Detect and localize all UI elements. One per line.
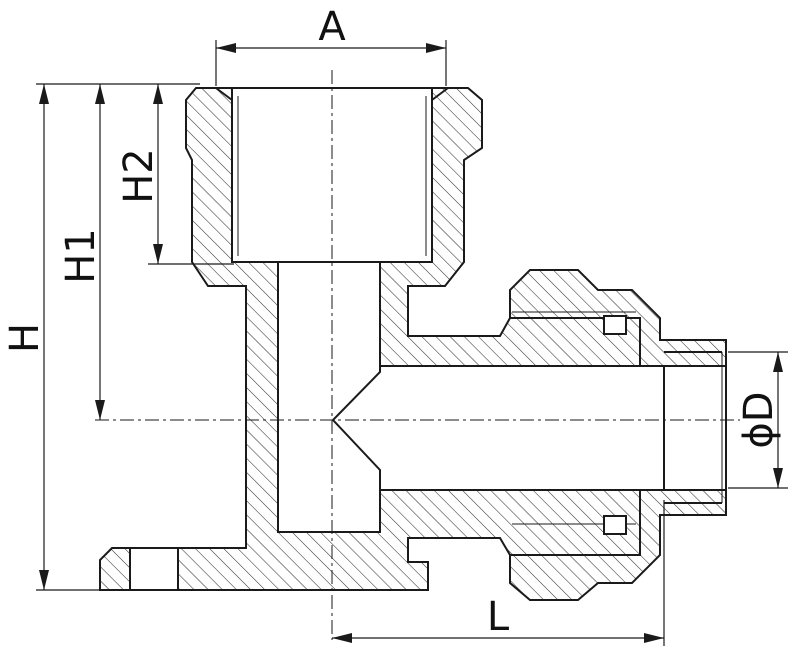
compression-nut — [509, 269, 727, 601]
dim-h1-label: H1 — [58, 228, 104, 284]
dim-h1-arrow-top — [95, 84, 105, 104]
dim-h-arrow-bottom — [39, 570, 49, 590]
dim-h-label: H — [2, 323, 48, 353]
dim-a-arrow-right — [426, 43, 446, 53]
dimension-l: L — [332, 500, 665, 646]
mounting-slot — [129, 547, 179, 591]
dim-h2-arrow-bottom — [153, 244, 163, 264]
dim-l-arrow-left — [332, 633, 352, 643]
dim-l-label: L — [487, 594, 510, 640]
dim-h1-arrow-bottom — [95, 400, 105, 420]
olive-top — [603, 315, 627, 335]
socket-chamfer-left — [215, 87, 233, 101]
dimension-a: A — [215, 4, 447, 86]
dim-h2-arrow-top — [153, 84, 163, 104]
olive-bottom — [603, 515, 627, 535]
dimension-h: H — [2, 83, 200, 591]
dim-d-arrow-top — [773, 352, 783, 372]
center-lines — [95, 70, 740, 640]
dim-a-label: A — [318, 4, 346, 50]
elbow-body — [99, 87, 665, 591]
dimension-h2: H2 — [116, 84, 234, 265]
nut-lower — [509, 489, 727, 601]
dimension-d: ϕD — [728, 351, 788, 489]
dim-d-arrow-bottom — [773, 468, 783, 488]
horizontal-bore — [331, 365, 665, 491]
dim-l-arrow-right — [644, 633, 664, 643]
dim-h2-label: H2 — [116, 148, 162, 204]
dim-d-label: ϕD — [736, 391, 782, 448]
dim-h-arrow-top — [39, 84, 49, 104]
dimension-h1: H1 — [58, 84, 105, 420]
dim-a-arrow-left — [216, 43, 236, 53]
socket-chamfer-right — [431, 87, 449, 101]
